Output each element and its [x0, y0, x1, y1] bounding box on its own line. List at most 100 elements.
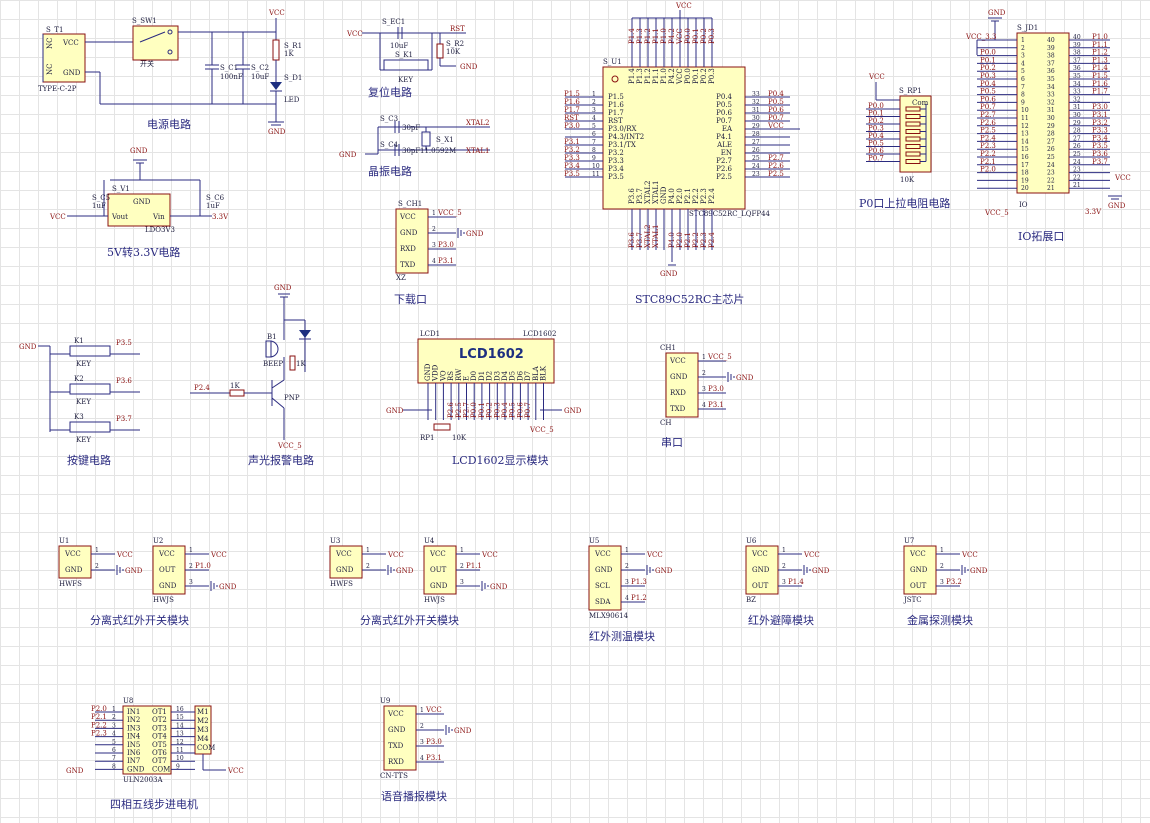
mcu-right-net: VCC	[767, 122, 784, 130]
mcu-pin-number: 11	[592, 171, 600, 178]
io-pin-number: 23	[1047, 170, 1055, 177]
u2-pin-out: OUT	[159, 566, 176, 574]
ldo-pin-vin: Vin	[152, 213, 165, 221]
download-net-p31: P3.1	[438, 257, 454, 265]
u5-pin-number: 2	[625, 563, 629, 570]
io-pin-number: 36	[1047, 68, 1055, 75]
io-pin-number: 22	[1047, 177, 1055, 184]
c4-designator: S_C4	[380, 141, 399, 149]
c5-value: 1uF	[92, 202, 106, 210]
alarm-q-value: PNP	[284, 394, 300, 402]
u8-pin-number: 7	[112, 755, 116, 762]
mcu-top-net: P0.0	[684, 28, 692, 44]
power-circuit: S_T1 NC NC VCC GND TYPE-C-2P S_SW1 开关 S_…	[38, 9, 302, 136]
download-net-p30: P3.0	[438, 241, 454, 249]
u8-pin-number: 12	[176, 739, 184, 746]
t1-designator: S_T1	[46, 26, 63, 34]
io-pin-number: 9	[1021, 99, 1025, 106]
u8-pin-number: 8	[112, 763, 116, 770]
mcu-bottom-pin: P2.0	[676, 188, 684, 204]
b1-designator: B1	[267, 333, 277, 341]
mcu-bottom-net: P2.2	[692, 232, 700, 248]
io-pin-number: 21	[1047, 185, 1055, 192]
io-right-net: P3.4	[1092, 134, 1108, 142]
serial-net-gnd: GND	[736, 374, 754, 382]
io-right-net: P1.0	[1092, 33, 1108, 41]
download-pin-number: 4	[432, 258, 436, 265]
crystal-gnd-net: GND	[339, 151, 357, 159]
io-right-net: P3.3	[1092, 127, 1108, 135]
mcu-right-pin: ALE	[716, 141, 732, 149]
io-gnd2-net: GND	[1108, 202, 1126, 210]
mcu-left-net: P3.1	[564, 138, 580, 146]
mcu-right-pin: P0.4	[716, 93, 732, 101]
u7-pin-out: OUT	[910, 582, 927, 590]
io-pin-number: 7	[1021, 84, 1025, 91]
u2-pin-vcc: VCC	[158, 550, 175, 558]
mcu-pin-number: 9	[592, 155, 596, 162]
io-pin-number: 29	[1073, 120, 1081, 127]
alarm-led-r: 1K	[296, 360, 306, 368]
u3-net-gnd: GND	[396, 567, 414, 575]
pullup-vcc-net: VCC	[868, 73, 885, 81]
u8-pin-number: 6	[112, 747, 116, 754]
io-left-net: P0.4	[980, 80, 996, 88]
ldo-vcc-net: VCC	[49, 213, 66, 221]
u1-designator: U1	[59, 537, 69, 545]
io-pin-number: 1	[1021, 37, 1025, 44]
caption-alarm: 声光报警电路	[248, 453, 314, 467]
reset-rst-net: RST	[450, 25, 465, 33]
mcu-top-net: P0.3	[708, 28, 716, 44]
io-pin-number: 25	[1073, 151, 1081, 158]
io-pin-number: 27	[1073, 135, 1081, 142]
mcu-right-pin: P4.1	[716, 133, 732, 141]
io-pin-number: 32	[1047, 99, 1055, 106]
lcd-pin-d2: D2	[486, 371, 494, 381]
pullup-net: P0.6	[868, 147, 884, 155]
motor-pin: M3	[197, 726, 209, 734]
u1-pin-gnd: GND	[65, 566, 83, 574]
lcd-designator: LCD1	[420, 330, 440, 338]
lcd-pin-d1: D1	[478, 371, 486, 381]
mcu-right-pin: P2.6	[716, 165, 732, 173]
u6-pin-vcc: VCC	[751, 550, 768, 558]
ec1-designator: S_EC1	[382, 18, 405, 26]
mcu-left-net: P3.3	[564, 154, 580, 162]
mcu-pin-number: 26	[752, 147, 760, 154]
io-left-net: P2.5	[980, 127, 996, 135]
download-net-vcc5: VCC_5	[437, 209, 462, 217]
u1-pin-vcc: VCC	[64, 550, 81, 558]
mcu-top-pin: P0.2	[700, 68, 708, 84]
io-designator: S_JD1	[1017, 24, 1038, 32]
io-pin-number: 37	[1047, 60, 1055, 67]
mcu-pin-number: 33	[752, 91, 760, 98]
u3-pin-gnd: GND	[336, 566, 354, 574]
io-pin-number: 8	[1021, 92, 1025, 99]
mcu-vcc-net: VCC	[675, 2, 692, 10]
download-pin-rxd: RXD	[400, 245, 416, 253]
u5-pin-vcc: VCC	[594, 550, 611, 558]
lcd-gnd-net: GND	[386, 407, 404, 415]
u7-pin-number: 2	[940, 563, 944, 570]
mcu-bottom-net: P2.1	[684, 232, 692, 248]
u9-pin-number: 1	[420, 707, 424, 714]
u8-pin-number: 9	[176, 763, 180, 770]
u6-pin-number: 1	[782, 547, 786, 554]
io-gnd-net: GND	[988, 9, 1006, 17]
u6-designator: U6	[746, 537, 757, 545]
mcu-top-pin: P0.3	[708, 68, 716, 84]
u6-net-gnd: GND	[812, 567, 830, 575]
lcd-net: P0.2	[486, 402, 494, 418]
lcd-net: P2.7	[463, 402, 471, 418]
lcd-net: P0.7	[524, 402, 532, 418]
u6-net: P1.4	[788, 578, 804, 586]
io-pin-number: 22	[1073, 174, 1081, 181]
mcu-bottom-pin: GND	[660, 186, 668, 204]
v1-value: LDO3V3	[145, 226, 175, 234]
u8-out-pin: OT7	[152, 757, 167, 765]
serial-net-p31: P3.1	[708, 401, 724, 409]
mcu-bottom-net: XTAL1	[652, 225, 660, 248]
u9-net-p30: P3.0	[426, 738, 442, 746]
mcu-top-pin: P1.1	[652, 68, 660, 84]
mcu-pin-number: 25	[752, 155, 760, 162]
